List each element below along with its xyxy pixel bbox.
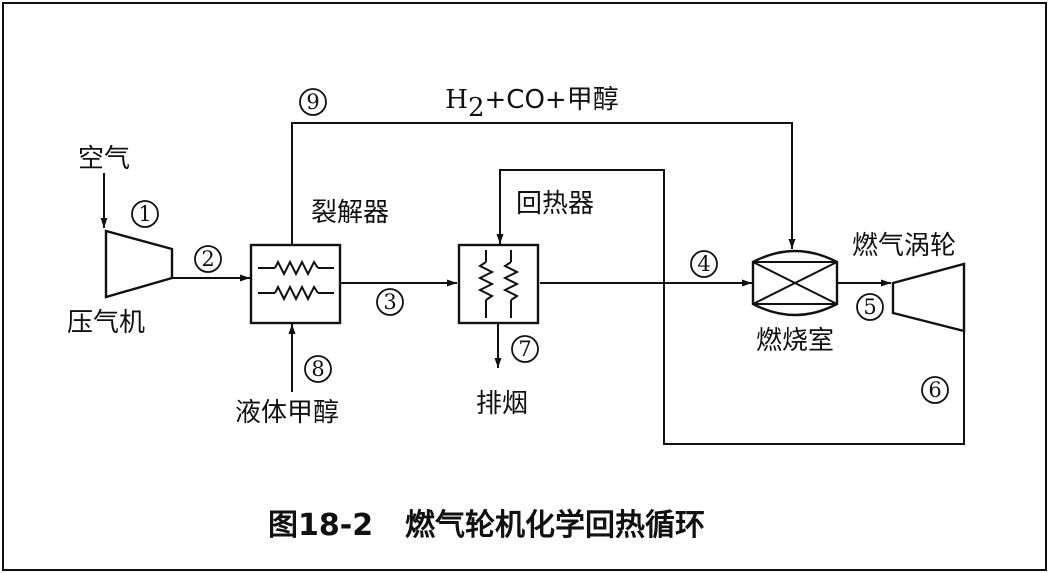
svg-text:2: 2 <box>201 247 214 271</box>
recuperator-shape <box>457 243 540 325</box>
stream-6-marker: 6 <box>921 376 949 404</box>
svg-text:7: 7 <box>518 337 531 361</box>
turbine-shape <box>891 262 966 333</box>
svg-text:5: 5 <box>863 295 876 319</box>
figure-number: 图18-2 <box>268 508 373 543</box>
svg-text:8: 8 <box>311 357 324 381</box>
figure-title: 燃气轮机化学回热循环 <box>405 508 705 543</box>
recuperator-label: 回热器 <box>516 189 594 219</box>
stream-6-line <box>496 169 965 445</box>
stream-2-marker: 2 <box>194 245 222 273</box>
syngas-label: H2+CO+甲醇 <box>445 85 618 123</box>
svg-text:9: 9 <box>306 90 319 114</box>
reformer-shape <box>249 243 342 325</box>
stream-9-line <box>291 122 796 249</box>
turbine-label: 燃气涡轮 <box>852 231 956 261</box>
stream-5-marker: 5 <box>856 293 884 321</box>
svg-text:4: 4 <box>697 252 710 276</box>
air-label: 空气 <box>78 144 130 174</box>
compressor-shape <box>104 229 174 299</box>
combustor-label: 燃烧室 <box>756 326 834 356</box>
stream-3-marker: 3 <box>376 288 404 316</box>
stream-8-marker: 8 <box>304 355 332 383</box>
reformer-label: 裂解器 <box>311 198 389 228</box>
exhaust-label: 排烟 <box>476 389 528 419</box>
combustor-shape <box>751 249 839 317</box>
svg-text:1: 1 <box>138 202 151 226</box>
svg-text:6: 6 <box>928 378 941 402</box>
compressor-label: 压气机 <box>67 308 145 338</box>
stream-1-marker: 1 <box>131 200 159 228</box>
stream-9-marker: 9 <box>299 88 327 116</box>
svg-text:3: 3 <box>383 290 396 314</box>
stream-7-marker: 7 <box>511 335 539 363</box>
liquid-methanol-label: 液体甲醇 <box>235 398 339 428</box>
stream-4-marker: 4 <box>690 250 718 278</box>
